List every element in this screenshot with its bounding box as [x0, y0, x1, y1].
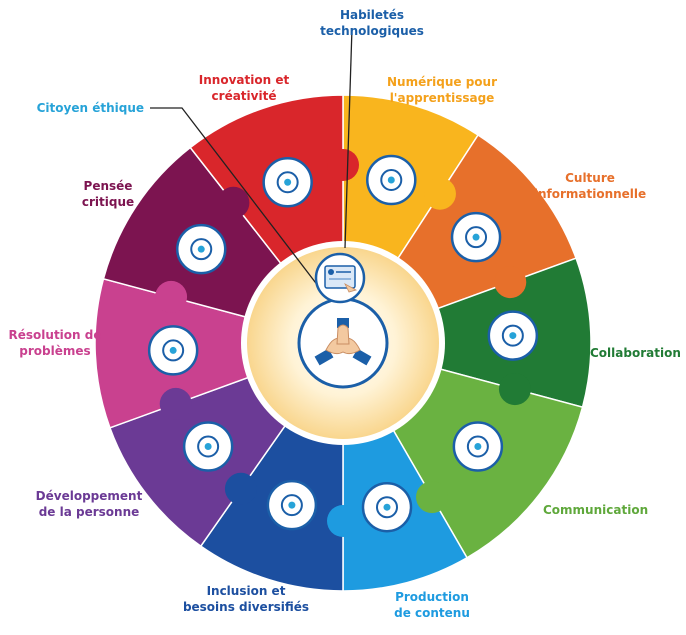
puzzle-nub-collaboration	[498, 373, 531, 406]
label-citoyen: Citoyen éthique	[36, 101, 144, 115]
brain-question-icon	[175, 223, 227, 275]
puzzle-nub-communication	[416, 481, 448, 514]
label-collaboration: Collaboration	[590, 346, 681, 360]
label-communication: Communication	[543, 503, 649, 517]
puzzle-nub-numerique	[423, 177, 456, 210]
puzzle-nub-innovation	[327, 149, 359, 181]
lightbulb-icon	[262, 157, 313, 208]
puzzle-nub-resolution	[155, 280, 188, 313]
cloud-devices-icon	[182, 421, 234, 472]
puzzle-nub-culture	[494, 266, 527, 299]
puzzle-nub-production	[327, 505, 359, 537]
document-search-icon	[450, 211, 502, 263]
icon-badges	[147, 154, 539, 533]
chat-screen-icon	[452, 421, 504, 472]
leader-line-habiletes	[344, 27, 353, 249]
team-network-icon	[487, 310, 539, 361]
puzzle-nubs	[155, 149, 531, 537]
puzzle-nub-inclusion	[224, 472, 257, 505]
target-icon	[147, 325, 199, 376]
puzzle-nub-developpement	[159, 387, 192, 420]
wheel-sectors	[94, 94, 592, 592]
leader-line-citoyen	[150, 107, 326, 296]
video-editor-icon	[361, 481, 413, 533]
website-touch-icon	[314, 252, 366, 304]
puzzle-nub-pensee	[217, 186, 250, 219]
handshake-icon	[297, 297, 389, 389]
circular-arrows-icon	[266, 479, 318, 531]
laptop-learning-icon	[366, 154, 417, 206]
